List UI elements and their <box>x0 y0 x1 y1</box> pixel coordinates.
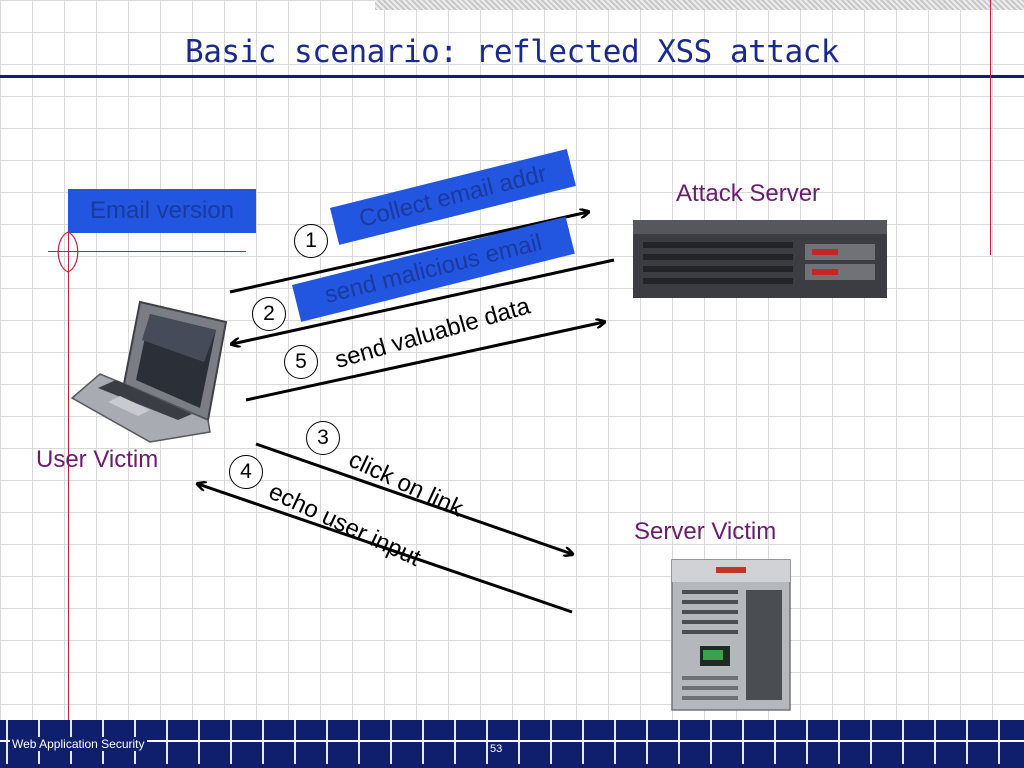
diagram-arrows <box>57 0 887 711</box>
right-accent-line <box>990 0 991 255</box>
left-accent-line <box>68 230 69 720</box>
top-pattern-band <box>375 0 1024 10</box>
title-underline <box>0 75 1024 78</box>
page-number: 53 <box>488 743 505 755</box>
server-victim-label: Server Victim <box>634 518 777 545</box>
server-victim-icon <box>671 559 791 711</box>
attack-server-label: Attack Server <box>676 180 821 207</box>
arrow-send-valuable-data <box>245 322 604 402</box>
step-5-badge: 5 <box>284 345 318 379</box>
arrow-click-on-link <box>255 442 572 554</box>
slide-title: Basic scenario: reflected XSS attack <box>185 34 839 70</box>
email-accent-line <box>48 251 246 252</box>
email-accent-bracket <box>57 231 79 273</box>
footer-rule <box>0 740 1024 742</box>
step-4-badge: 4 <box>229 455 263 489</box>
arrow-echo-user-input <box>198 484 573 614</box>
footer-text: Web Application Security <box>10 737 147 751</box>
email-version-label: Email version <box>68 189 256 233</box>
footer-pattern <box>0 720 1024 764</box>
arrow-send-malicious-email <box>232 258 615 344</box>
attack-server-icon <box>633 220 887 298</box>
step-3-badge: 3 <box>306 421 340 455</box>
step-1-badge: 1 <box>294 224 328 258</box>
user-victim-label: User Victim <box>36 446 159 473</box>
step-2-badge: 2 <box>252 297 286 331</box>
laptop-icon <box>70 300 228 443</box>
